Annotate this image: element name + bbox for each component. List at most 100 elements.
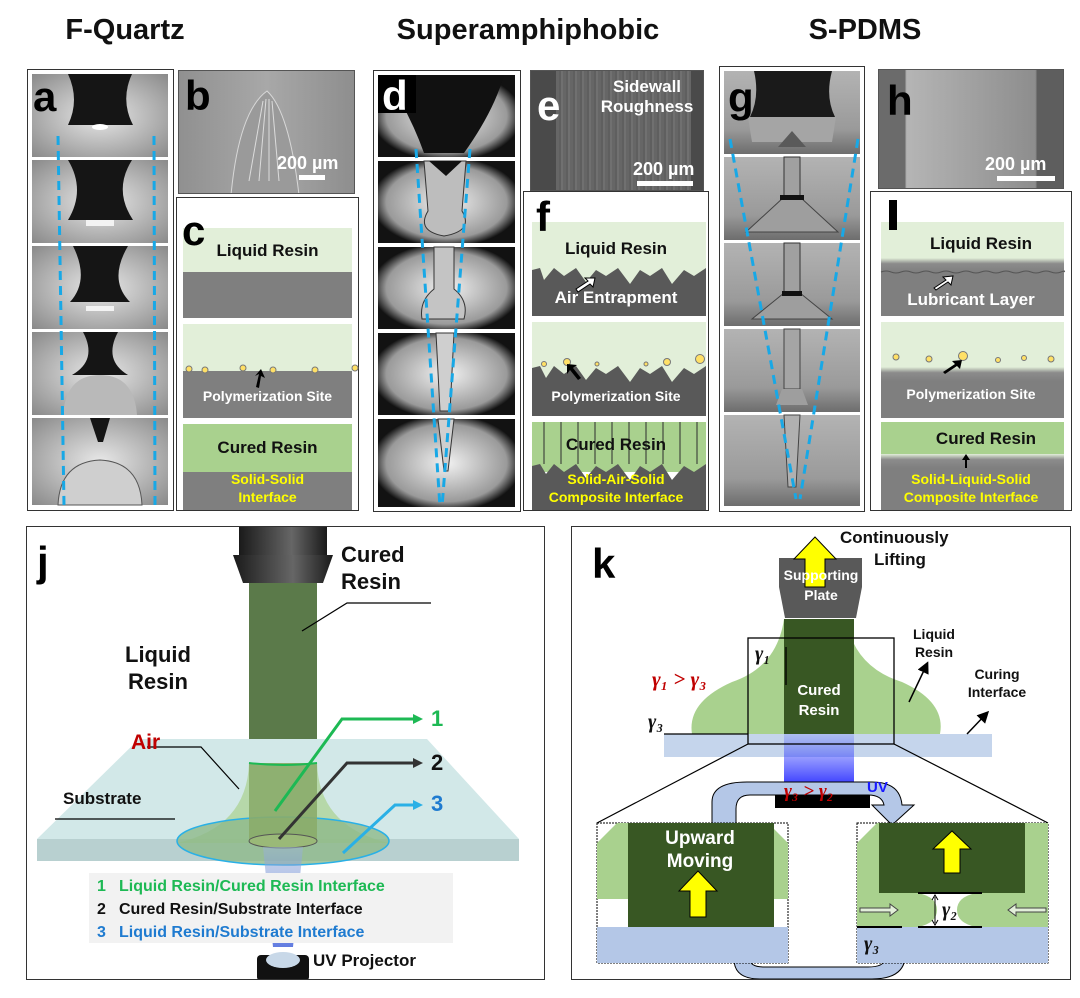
- gamma2-label: γ₂: [942, 899, 958, 921]
- frame-4: [378, 332, 515, 415]
- uv-source: [775, 794, 870, 808]
- up-arrow-icon: [931, 830, 973, 874]
- callout-number-2: 2: [431, 750, 444, 775]
- gamma1-label: γ₁: [755, 643, 771, 665]
- panel-k-schematic: [596, 536, 1049, 979]
- panel-j-schematic: [37, 527, 519, 979]
- panel-c: Liquid Resin Polymerization Site Cured R…: [176, 197, 359, 511]
- callout-number-3: 3: [431, 791, 444, 816]
- uv-label: UV: [867, 779, 888, 796]
- substrate-label: Substrate: [63, 789, 142, 808]
- frame-5: [378, 418, 515, 507]
- scale-bar-b: [299, 175, 325, 180]
- sem-image-b: [230, 90, 300, 193]
- substrate-layer: [183, 272, 352, 318]
- panel-label-g: g: [728, 74, 754, 121]
- relation-gamma3-gt-gamma2: γ₃ > γ₂: [784, 781, 834, 802]
- frame-4: [32, 332, 168, 415]
- cured-resin: [784, 619, 854, 745]
- frame-2: [724, 156, 860, 240]
- cured-resin-column: [249, 583, 317, 763]
- cured-resin-label: Cured Resin: [217, 438, 318, 457]
- dashed-guide-left: [728, 138, 798, 500]
- label-line2: Resin: [128, 669, 188, 694]
- arrow-icon: [255, 369, 265, 388]
- cured-resin-label: Cured Resin: [341, 541, 405, 595]
- panel-f: Liquid Resin Air Entrapment Polymerizati…: [523, 191, 709, 511]
- frame-4: [724, 328, 860, 412]
- liquid-resin-layer: [183, 228, 352, 272]
- panel-a-photos: [32, 74, 168, 506]
- label-line1: Liquid: [913, 626, 955, 642]
- interface-label-line1: Solid-Air-Solid: [567, 471, 665, 487]
- interface-label-line2: Composite Interface: [548, 489, 684, 505]
- panel-label-i-glyph: [889, 200, 897, 230]
- air-label: Air: [131, 731, 161, 754]
- curing-interface-label: Curing Interface: [957, 665, 1037, 701]
- caption-line1: Sidewall: [612, 77, 682, 96]
- callout-line-2: [277, 761, 415, 841]
- caption-line2: Roughness: [600, 97, 694, 116]
- panel-h: h 200 µm: [878, 69, 1064, 189]
- label-line1: Supporting: [783, 567, 859, 583]
- label-line2: Plate: [804, 587, 838, 603]
- arrow-icon: [575, 277, 596, 293]
- supporting-plate: [779, 558, 862, 618]
- dashed-guide-left: [56, 135, 66, 506]
- arrow-icon: [933, 275, 954, 291]
- panel-label-h: h: [887, 77, 913, 124]
- scale-bar-e: [637, 181, 693, 186]
- interface-label-line1: Solid-Solid: [230, 471, 305, 487]
- arrow-icon: [962, 454, 970, 468]
- gamma3-label: γ₃: [648, 711, 664, 733]
- dashed-guide-right: [798, 138, 860, 500]
- panel-label-d: d: [382, 72, 408, 119]
- column-title-f-quartz: F-Quartz: [65, 14, 185, 46]
- frame-2: [378, 160, 515, 243]
- uv-projector-label: UV Projector: [313, 951, 416, 970]
- arrow-head-icon: [413, 714, 423, 724]
- frame-3: [378, 246, 515, 329]
- panel-label-c: c: [182, 207, 206, 254]
- liquid-resin-layer-2: [183, 324, 352, 371]
- substrate-layer-2: [183, 371, 352, 418]
- label-line2: Resin: [914, 644, 954, 660]
- lift-arrow-icon: [792, 536, 838, 588]
- panel-b: b 200 µm: [178, 70, 355, 194]
- substrate-layer-3: [183, 472, 352, 510]
- polymerization-site-label: Polymerization Site: [906, 386, 1036, 402]
- cycle-arrow-top: [711, 781, 916, 826]
- frame-3: [32, 246, 168, 329]
- scale-bar-label-b: 200 µm: [277, 153, 339, 173]
- interface-label-line1: Solid-Liquid-Solid: [911, 471, 1031, 487]
- frame-5: [32, 418, 168, 506]
- continuously-lifting-label: Continuously Lifting: [840, 527, 949, 571]
- panel-label-a: a: [33, 73, 57, 120]
- polymerization-site-label: Polymerization Site: [202, 388, 333, 404]
- panel-j: j Cured Resin Liquid Resin Air Substrate…: [26, 526, 545, 980]
- pointer-curing-interface: [966, 710, 990, 735]
- panel-a: a: [27, 69, 174, 511]
- frame-1: [32, 74, 168, 157]
- label-line1: Continuously: [840, 528, 949, 547]
- supporting-plate-label: Supporting Plate: [777, 565, 865, 605]
- column-title-s-pdms: S-PDMS: [808, 14, 922, 46]
- panel-d-photos: [378, 75, 515, 508]
- arrow-icon: [567, 364, 581, 380]
- panel-label-k: k: [592, 540, 616, 587]
- cured-resin-label: Cured Resin: [935, 429, 1037, 448]
- leader-cured-resin: [301, 602, 431, 632]
- panel-f-schematic: [532, 222, 706, 510]
- column-title-superamphiphobic: Superamphiphobic: [396, 14, 660, 46]
- panel-label-f: f: [536, 193, 550, 240]
- callout-line-1: [273, 717, 415, 812]
- dashed-guide-right: [152, 135, 157, 506]
- supporting-plate: [239, 527, 327, 555]
- panel-label-e: e: [537, 82, 561, 129]
- label-line2: Interface: [967, 684, 1027, 700]
- liquid-resin-label: Liquid Resin: [216, 241, 319, 260]
- frame-3: [724, 242, 860, 326]
- scale-bar-label-e: 200 µm: [633, 159, 695, 179]
- label-line1: Curing: [974, 666, 1020, 682]
